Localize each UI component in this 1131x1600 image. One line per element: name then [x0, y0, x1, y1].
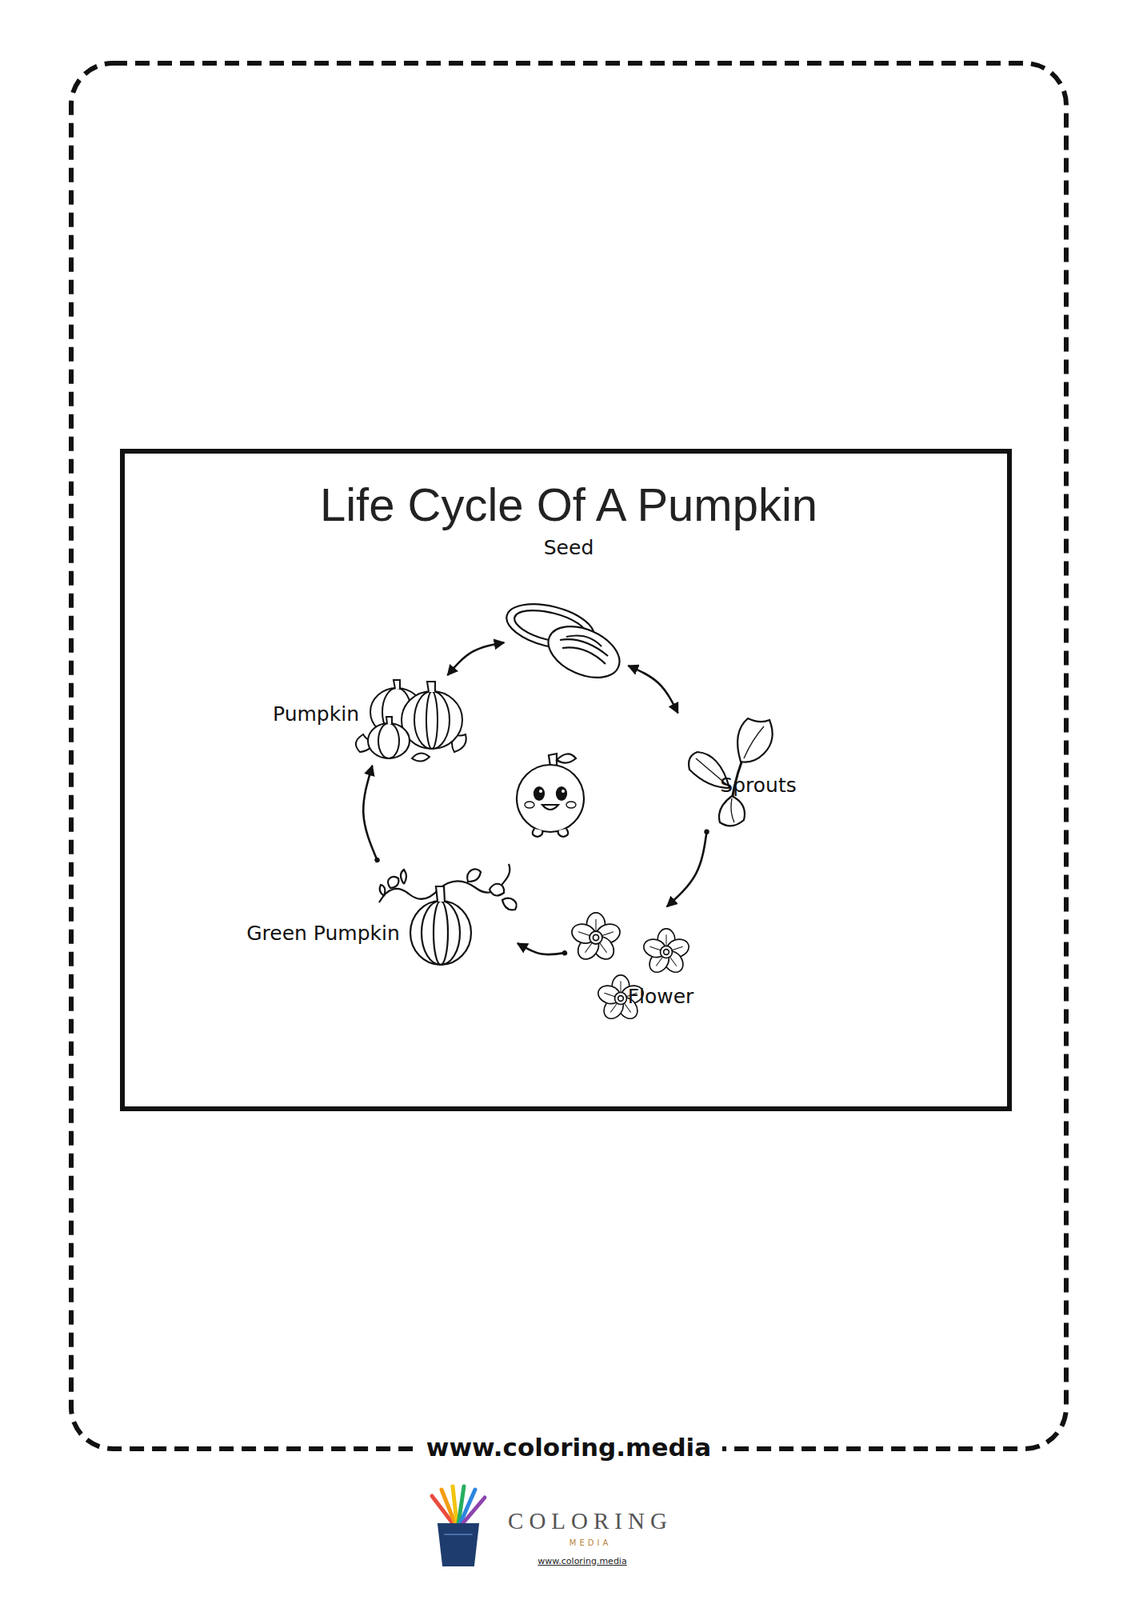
logo-icon	[431, 1486, 485, 1566]
stage-label: Seed	[543, 536, 595, 560]
stage-label: Flower	[627, 985, 695, 1009]
stage-label: Green Pumpkin	[246, 922, 400, 946]
stage-node: Flower	[566, 907, 704, 1027]
logo-url: www.coloring.media	[537, 1556, 627, 1567]
cycle-arrow	[517, 943, 565, 955]
diagram-title: Life Cycle Of A Pumpkin	[319, 478, 818, 532]
smiling-pumpkin	[516, 753, 584, 837]
cycle-arrow	[667, 831, 708, 907]
green-pumpkin-picture	[379, 863, 517, 965]
stage-node: Seed	[505, 534, 628, 680]
cycle-arrow	[627, 665, 678, 713]
stage-node: Pumpkin	[270, 675, 470, 764]
pumpkin-picture	[355, 679, 467, 762]
dashed-border	[71, 63, 1067, 1449]
logo-subtitle: MEDIA	[569, 1538, 612, 1548]
stage-node: Green Pumpkin	[243, 861, 516, 969]
logo-wordmark: COLORING	[507, 1507, 673, 1535]
sprout-picture	[688, 718, 773, 826]
stage-node: Sprouts	[679, 711, 800, 831]
stage-label: Sprouts	[719, 774, 796, 798]
cycle-arrow	[363, 765, 377, 860]
stage-label: Pumpkin	[272, 703, 360, 727]
frame	[122, 451, 1010, 1109]
seed-picture	[502, 595, 628, 688]
watermark: www.coloring.media	[415, 1433, 723, 1463]
cycle-arrow	[447, 642, 505, 676]
